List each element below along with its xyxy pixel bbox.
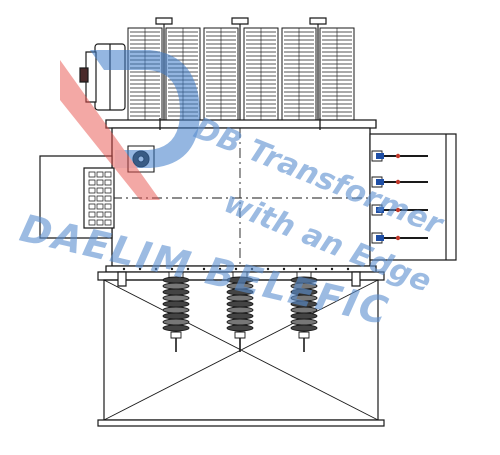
lv-terminal xyxy=(89,188,95,193)
lv-terminal xyxy=(89,196,95,201)
flange-bolts xyxy=(122,267,350,271)
hv-cable-box xyxy=(370,134,456,260)
lv-terminal xyxy=(105,196,111,201)
hv-terminal xyxy=(372,233,428,243)
flange-bolt xyxy=(138,267,142,271)
lv-terminal xyxy=(97,180,103,185)
bushing xyxy=(291,272,317,352)
flange-bolt xyxy=(218,267,222,271)
hv-bushings xyxy=(163,272,317,352)
lv-terminal xyxy=(97,188,103,193)
lv-terminal xyxy=(89,220,95,225)
lv-terminal xyxy=(97,172,103,177)
lv-terminal xyxy=(105,220,111,225)
lv-terminal xyxy=(97,220,103,225)
radiator-header-pipes xyxy=(156,18,326,120)
flange-bolt xyxy=(234,267,238,271)
flange-bolt xyxy=(186,267,190,271)
flange-bolt xyxy=(282,267,286,271)
lv-terminal xyxy=(97,196,103,201)
bushing xyxy=(163,272,189,352)
lv-cable-box xyxy=(40,156,114,238)
lv-terminal xyxy=(105,212,111,217)
radiator-panel xyxy=(204,28,238,120)
lv-terminal xyxy=(89,180,95,185)
flange-bolt xyxy=(346,267,350,271)
lv-terminal xyxy=(105,204,111,209)
lv-terminal xyxy=(105,188,111,193)
lv-terminal xyxy=(89,172,95,177)
flange-bolt xyxy=(298,267,302,271)
flange-bolt xyxy=(154,267,158,271)
lv-terminal xyxy=(97,204,103,209)
hv-terminal-row xyxy=(372,151,428,243)
lv-terminal xyxy=(105,172,111,177)
flange-bolt xyxy=(266,267,270,271)
lv-terminal-block xyxy=(89,172,111,225)
flange-bolt xyxy=(314,267,318,271)
flange-bolt xyxy=(202,267,206,271)
flange-bolt xyxy=(122,267,126,271)
radiator-bank xyxy=(128,28,354,120)
radiator-panel xyxy=(320,28,354,120)
radiator-panel xyxy=(128,28,162,120)
hv-terminal xyxy=(372,177,428,187)
radiator-panel xyxy=(244,28,278,120)
flange-bolt xyxy=(330,267,334,271)
lv-terminal xyxy=(105,180,111,185)
lv-terminal xyxy=(97,212,103,217)
bushing xyxy=(227,272,253,352)
lv-terminal xyxy=(89,204,95,209)
radiator-panel xyxy=(282,28,316,120)
hv-terminal xyxy=(372,205,428,215)
hv-terminal xyxy=(372,151,428,161)
flange-bolt xyxy=(250,267,254,271)
flange-bolt xyxy=(170,267,174,271)
lv-terminal xyxy=(89,212,95,217)
watermark-logo xyxy=(60,50,200,200)
